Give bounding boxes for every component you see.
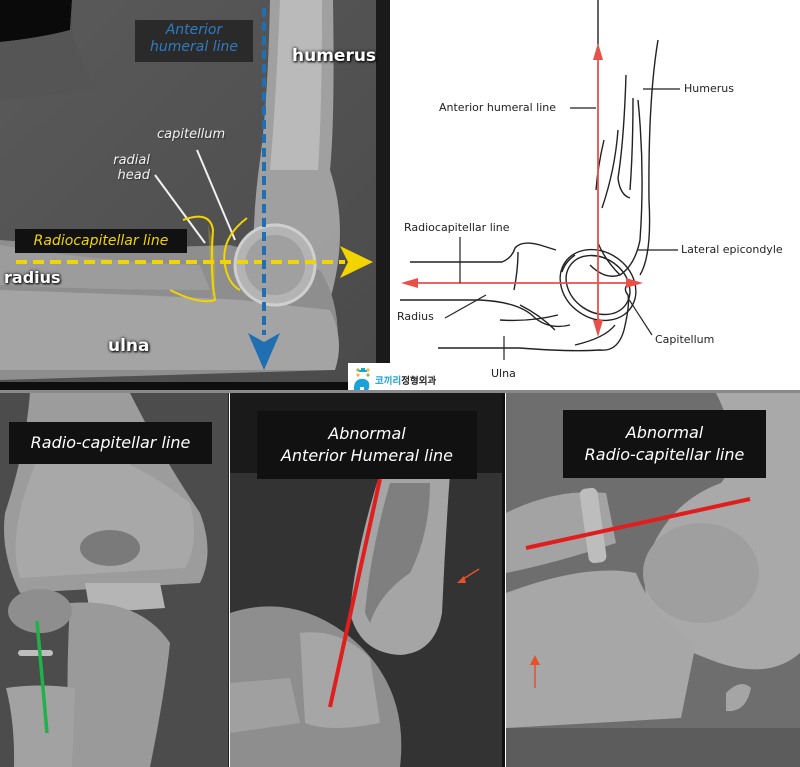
- abnormal-radiocapitellar-line-panel: Abnormal Radio-capitellar line: [506, 393, 800, 767]
- radius-label: radius: [4, 268, 61, 287]
- red-arrow-icon: [530, 655, 540, 665]
- anterior-humeral-line: [328, 478, 382, 708]
- radial-head-label: radial head: [113, 153, 150, 183]
- diagram-radius-label: Radius: [397, 310, 434, 323]
- abnormal-anterior-humeral-line-panel: Abnormal Anterior Humeral line: [230, 393, 505, 767]
- capitellum-label: capitellum: [157, 127, 226, 142]
- divider: [0, 390, 800, 393]
- diagram-ulna-label: Ulna: [491, 367, 516, 380]
- elbow-diagram-panel: Anterior humeral line Humerus Radiocapit…: [390, 0, 800, 390]
- radiocapitellar-line: [525, 497, 751, 550]
- humerus-label: humerus: [292, 46, 377, 66]
- arrowhead-down-icon: [248, 333, 280, 370]
- radiocapitellar-line-label: Radiocapitellar line: [15, 229, 187, 253]
- arrowhead-right-icon: [340, 246, 373, 278]
- diagram-lateral-epicondyle-label: Lateral epicondyle: [681, 243, 783, 256]
- red-arrow-icon: [457, 576, 466, 583]
- arrowhead-left-icon: [401, 278, 418, 288]
- logo-text: 코끼리정형외과: [375, 376, 437, 387]
- elephant-logo-icon: [353, 368, 370, 391]
- diagram-capitellum-label: Capitellum: [655, 333, 715, 346]
- lateral-elbow-xray-panel: Anterior humeral line humerus capitellum…: [0, 0, 390, 390]
- panel-title: Abnormal Radio-capitellar line: [563, 410, 766, 478]
- xray-image: [0, 0, 390, 390]
- arrowhead-down-icon: [593, 320, 603, 337]
- diagram-anterior-humeral-line-label: Anterior humeral line: [439, 101, 556, 114]
- radiocapitellar-line: [35, 620, 49, 734]
- ap-elbow-xray-panel: Radio-capitellar line: [0, 393, 229, 767]
- elbow-line-drawing: [400, 0, 680, 360]
- panel-title: Abnormal Anterior Humeral line: [257, 411, 477, 479]
- anterior-humeral-line-label: Anterior humeral line: [135, 20, 253, 62]
- diagram-humerus-label: Humerus: [684, 82, 734, 95]
- panel-title: Radio-capitellar line: [9, 422, 212, 464]
- ulna-label: ulna: [108, 336, 150, 356]
- arrowhead-right-icon: [626, 278, 643, 288]
- arrowhead-up-icon: [593, 43, 603, 60]
- diagram-radiocapitellar-line-label: Radiocapitellar line: [404, 221, 510, 234]
